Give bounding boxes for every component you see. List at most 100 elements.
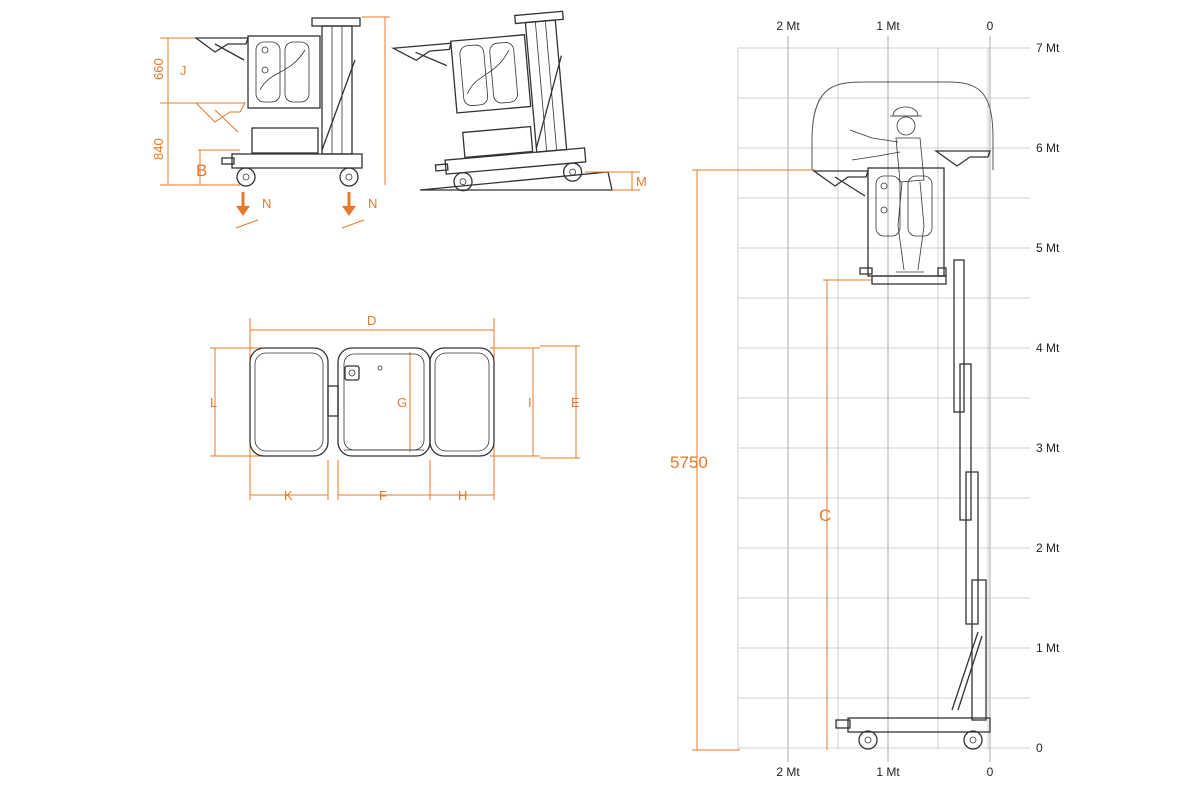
bottom-label-1mt: 1 Mt bbox=[876, 765, 900, 779]
label-N-right: N bbox=[368, 196, 377, 211]
label-H: H bbox=[458, 488, 467, 503]
gate-hinge-bottom bbox=[261, 66, 269, 74]
control-box bbox=[344, 365, 360, 381]
top-label-2mt: 2 Mt bbox=[776, 19, 800, 33]
tray-right-outer bbox=[429, 347, 495, 457]
wheel-front bbox=[858, 730, 878, 750]
mast-stage-1 bbox=[971, 579, 987, 721]
chassis-foot bbox=[434, 163, 449, 172]
operator-arm-lower bbox=[851, 151, 901, 161]
platform-base bbox=[462, 125, 534, 159]
mast-stage-4 bbox=[953, 259, 965, 413]
wheel-rear-hub bbox=[569, 168, 576, 176]
label-L: L bbox=[210, 395, 217, 410]
chassis bbox=[847, 717, 991, 733]
platform-cage bbox=[247, 35, 321, 109]
label-E: E bbox=[571, 395, 580, 410]
wheel-front-hub bbox=[864, 736, 872, 744]
gate-hinge-top bbox=[261, 46, 269, 54]
gate-hinge-top bbox=[880, 182, 888, 190]
tray-right bbox=[933, 150, 991, 167]
gate-chain bbox=[467, 50, 510, 95]
operator-leg-right bbox=[917, 181, 925, 271]
tray-left-outer bbox=[249, 347, 329, 457]
height-chart-grid bbox=[737, 36, 1030, 762]
side-view-dimensions: 660 840 J B N N bbox=[151, 16, 390, 229]
gate-chain bbox=[259, 49, 306, 91]
gate-hinge-bottom bbox=[880, 206, 888, 214]
label-N-left: N bbox=[262, 196, 271, 211]
label-G: G bbox=[397, 395, 407, 410]
mast-section-2 bbox=[544, 20, 558, 151]
load-arrow-left bbox=[235, 192, 259, 229]
mast-stage-3 bbox=[959, 363, 972, 521]
bottom-label-0: 0 bbox=[987, 765, 994, 779]
tray-left-brace bbox=[834, 176, 866, 197]
top-view-machine bbox=[249, 347, 495, 457]
right-label-1mt: 1 Mt bbox=[1036, 641, 1060, 655]
right-label-4mt: 4 Mt bbox=[1036, 341, 1060, 355]
right-label-7mt: 7 Mt bbox=[1036, 41, 1060, 55]
platform-cage bbox=[450, 34, 532, 114]
label-I: I bbox=[528, 395, 532, 410]
wheel-rear-hub bbox=[345, 173, 353, 181]
platform-outer bbox=[337, 347, 431, 457]
bottom-label-2mt: 2 Mt bbox=[776, 765, 800, 779]
wheel-front-hub bbox=[242, 173, 250, 181]
gate-loop-right bbox=[284, 41, 310, 103]
right-label-6mt: 6 Mt bbox=[1036, 141, 1060, 155]
wheel-front-hub bbox=[459, 178, 467, 186]
mast-section-1 bbox=[534, 21, 548, 152]
chassis-foot bbox=[835, 719, 851, 729]
dim-660-label: 660 bbox=[151, 58, 166, 80]
top-label-0: 0 bbox=[987, 19, 994, 33]
tray-brace bbox=[214, 43, 245, 61]
mast-block bbox=[327, 385, 339, 417]
platform-step bbox=[859, 267, 873, 275]
wheel-rear bbox=[339, 167, 359, 187]
gate-loop-right bbox=[489, 42, 518, 104]
platform-pin bbox=[377, 365, 383, 371]
lowered-tray-brace bbox=[214, 109, 239, 133]
side-view: 660 840 J B N N bbox=[151, 16, 390, 229]
right-label-2mt: 2 Mt bbox=[1036, 541, 1060, 555]
dim-5750-label: 5750 bbox=[670, 453, 708, 472]
mast-strut bbox=[951, 631, 979, 711]
working-height-chart: 2 Mt 1 Mt 0 2 Mt 1 Mt 0 7 Mt 6 Mt 5 Mt 4… bbox=[670, 19, 1060, 779]
label-K: K bbox=[284, 488, 293, 503]
mast bbox=[321, 25, 353, 155]
platform-cage bbox=[867, 167, 945, 277]
mast-strut-2 bbox=[957, 635, 983, 711]
chassis bbox=[444, 147, 587, 175]
gate-loop-right bbox=[907, 175, 933, 237]
tray bbox=[194, 37, 249, 53]
mast-stage-2 bbox=[965, 471, 979, 625]
top-view: D L G I E K F H bbox=[210, 313, 580, 503]
wheel-rear bbox=[963, 730, 983, 750]
extended-machine bbox=[811, 106, 991, 750]
tray-left-inner bbox=[254, 352, 324, 452]
lowered-tray-outline bbox=[194, 102, 246, 123]
mast-strut bbox=[535, 55, 563, 149]
mast-strut bbox=[321, 59, 356, 151]
operator-torso bbox=[895, 137, 925, 183]
top-label-1mt: 1 Mt bbox=[876, 19, 900, 33]
wheel-rear-hub bbox=[969, 736, 977, 744]
tilted-view: M bbox=[390, 10, 647, 192]
label-M: M bbox=[636, 174, 647, 189]
working-envelope bbox=[811, 81, 994, 170]
hard-hat bbox=[892, 106, 919, 117]
wheel-rear bbox=[562, 162, 583, 182]
ramp bbox=[419, 171, 613, 191]
side-view-machine bbox=[194, 17, 363, 187]
wheel-front bbox=[236, 167, 256, 187]
right-label-3mt: 3 Mt bbox=[1036, 441, 1060, 455]
platform-clamp bbox=[937, 267, 947, 277]
platform-inner bbox=[343, 353, 425, 451]
label-B: B bbox=[196, 161, 207, 180]
dim-840-label: 840 bbox=[151, 138, 166, 160]
load-arrow-right bbox=[341, 192, 365, 229]
label-C: C bbox=[819, 506, 831, 525]
